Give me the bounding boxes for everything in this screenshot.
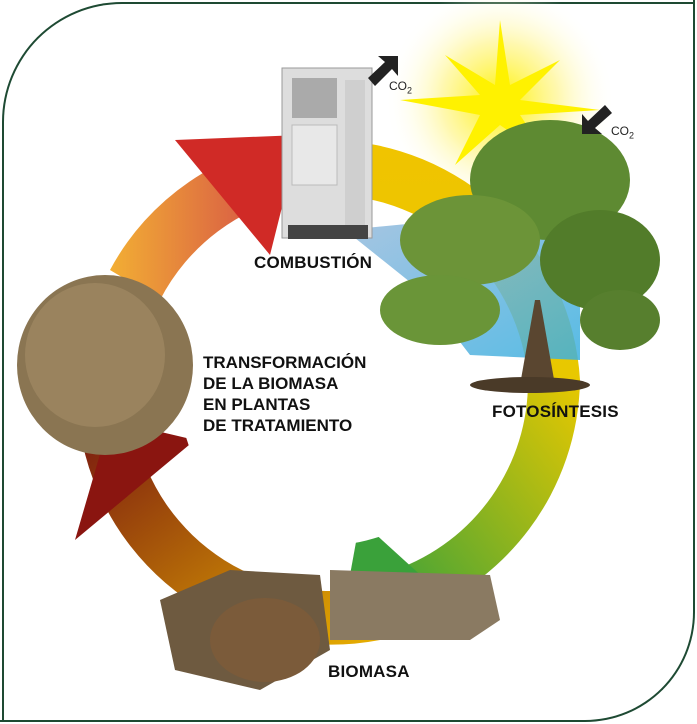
co2-text: CO <box>611 124 629 138</box>
co2-label-absorption: CO2 <box>611 124 634 140</box>
transformation-label: TRANSFORMACIÓN DE LA BIOMASA EN PLANTAS … <box>203 352 366 436</box>
sun-icon <box>400 20 600 165</box>
co2-text: CO <box>389 79 407 93</box>
transformation-line: EN PLANTAS <box>203 395 311 414</box>
transformation-line: DE LA BIOMASA <box>203 374 339 393</box>
tree-image <box>380 120 660 393</box>
co2-out-arrow-icon <box>368 56 398 86</box>
co2-subscript: 2 <box>407 85 413 96</box>
boiler-image <box>281 67 373 239</box>
co2-subscript: 2 <box>629 130 635 141</box>
photosynthesis-label: FOTOSÍNTESIS <box>492 402 619 421</box>
co2-label-emission: CO2 <box>389 79 412 95</box>
co2-in-arrow-icon <box>582 105 612 134</box>
pellets-image <box>17 275 193 455</box>
transformation-line: DE TRATAMIENTO <box>203 416 353 435</box>
transformation-line: TRANSFORMACIÓN <box>203 353 367 372</box>
arrow-bottom-segment <box>395 380 580 620</box>
combustion-label: COMBUSTIÓN <box>254 253 373 272</box>
arrow-head-top <box>175 135 300 255</box>
logs-image <box>160 570 500 690</box>
biomass-label: BIOMASA <box>328 662 410 681</box>
